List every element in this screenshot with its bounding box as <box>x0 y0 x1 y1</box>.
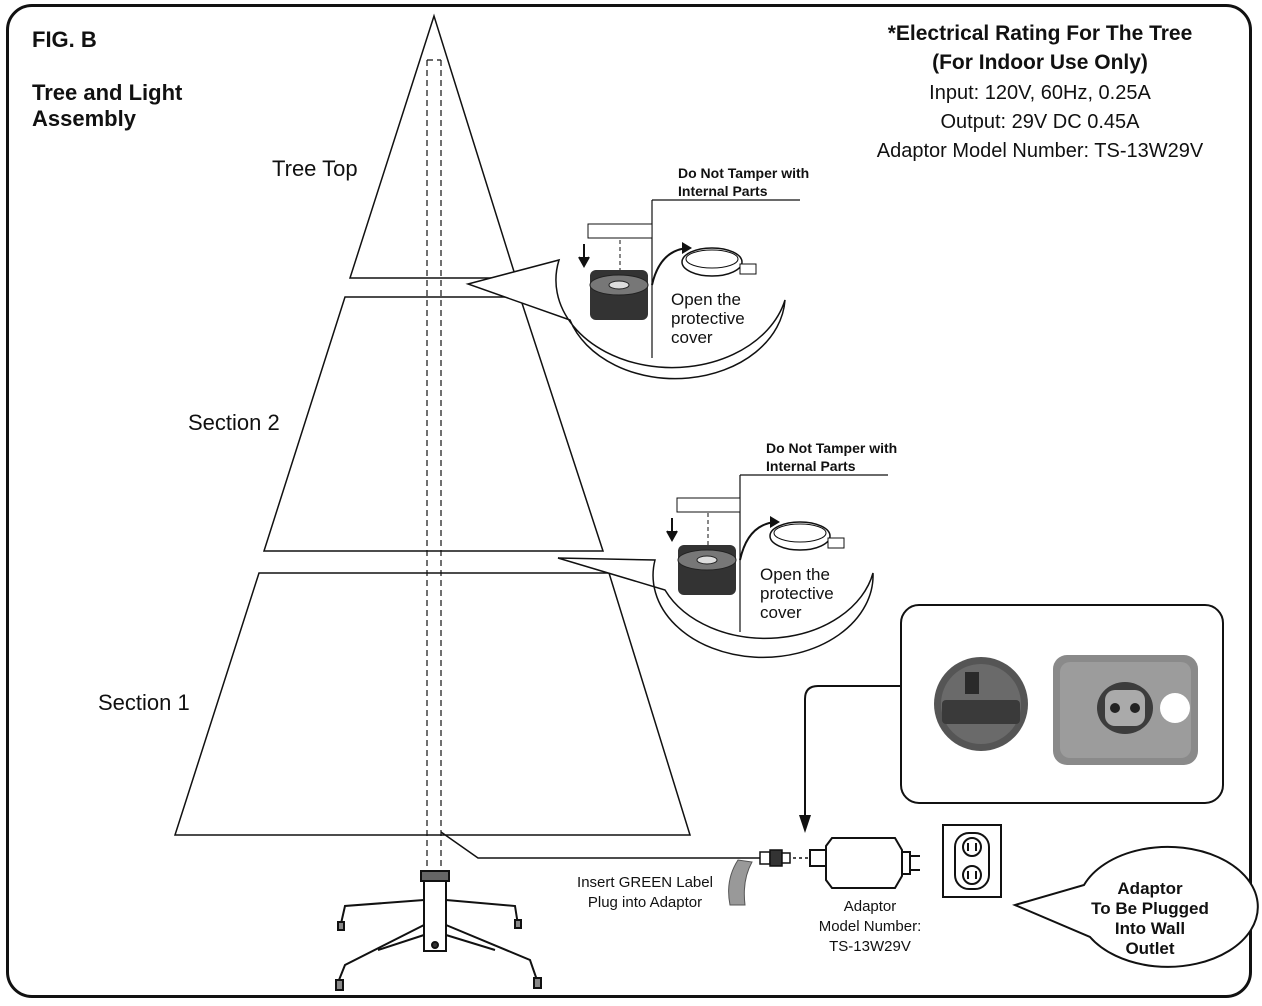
figure-frame <box>6 4 1252 998</box>
bubble-line2: To Be Plugged <box>1091 899 1209 918</box>
outlet-bubble-shape <box>1012 845 1259 968</box>
green-label-plug <box>759 849 808 867</box>
plug-note-line1: Insert GREEN Label <box>577 874 713 891</box>
upper-instr-line1: Open the <box>671 290 741 309</box>
lower-warning-line2: Internal Parts <box>766 458 856 474</box>
tree-stand <box>335 870 542 991</box>
upper-instr-line3: cover <box>671 328 713 347</box>
tree-top-shape <box>348 13 518 279</box>
figure-label: FIG. B <box>32 27 97 52</box>
upper-warning-line1: Do Not Tamper with <box>678 165 810 181</box>
wall-outlet <box>942 824 1002 898</box>
rating-title-line1: *Electrical Rating For The Tree <box>887 22 1193 45</box>
bubble-line1: Adaptor <box>1117 879 1183 898</box>
label-section-1: Section 1 <box>98 690 190 715</box>
figure-title-line2: Assembly <box>32 106 136 131</box>
upper-instr-line2: protective <box>671 309 745 328</box>
adaptor-label-line1: Adaptor <box>843 898 897 915</box>
section-1-shape <box>173 572 692 836</box>
adaptor-label-line2: Model Number: <box>818 918 922 935</box>
lower-callout <box>557 474 888 659</box>
label-section-2: Section 2 <box>188 410 280 435</box>
power-adaptor <box>809 837 920 889</box>
section-2-shape <box>262 296 605 552</box>
upper-callout <box>465 199 800 380</box>
power-cord <box>440 831 760 859</box>
connector-photo-panel <box>900 604 1224 804</box>
rating-adaptor-model: Adaptor Model Number: TS-13W29V <box>876 140 1204 162</box>
rating-output: Output: 29V DC 0.45A <box>940 111 1140 133</box>
plug-note-line2: Plug into Adaptor <box>587 894 703 911</box>
pointer-arrow <box>804 685 901 818</box>
lower-warning-line1: Do Not Tamper with <box>766 440 898 456</box>
label-tree-top: Tree Top <box>272 156 358 181</box>
adaptor-label-line3: TS-13W29V <box>829 938 911 955</box>
green-label-tag <box>728 859 753 906</box>
bubble-line3: Into Wall <box>1114 919 1186 938</box>
lower-instr-line3: cover <box>760 603 802 622</box>
center-pole <box>426 59 442 870</box>
rating-title-line2: (For Indoor Use Only) <box>932 51 1148 74</box>
lower-instr-line1: Open the <box>760 565 830 584</box>
bubble-line4: Outlet <box>1125 939 1175 958</box>
figure-title-line1: Tree and Light <box>32 80 183 105</box>
lower-instr-line2: protective <box>760 584 834 603</box>
upper-warning-line2: Internal Parts <box>678 183 768 199</box>
rating-input: Input: 120V, 60Hz, 0.25A <box>929 82 1151 104</box>
